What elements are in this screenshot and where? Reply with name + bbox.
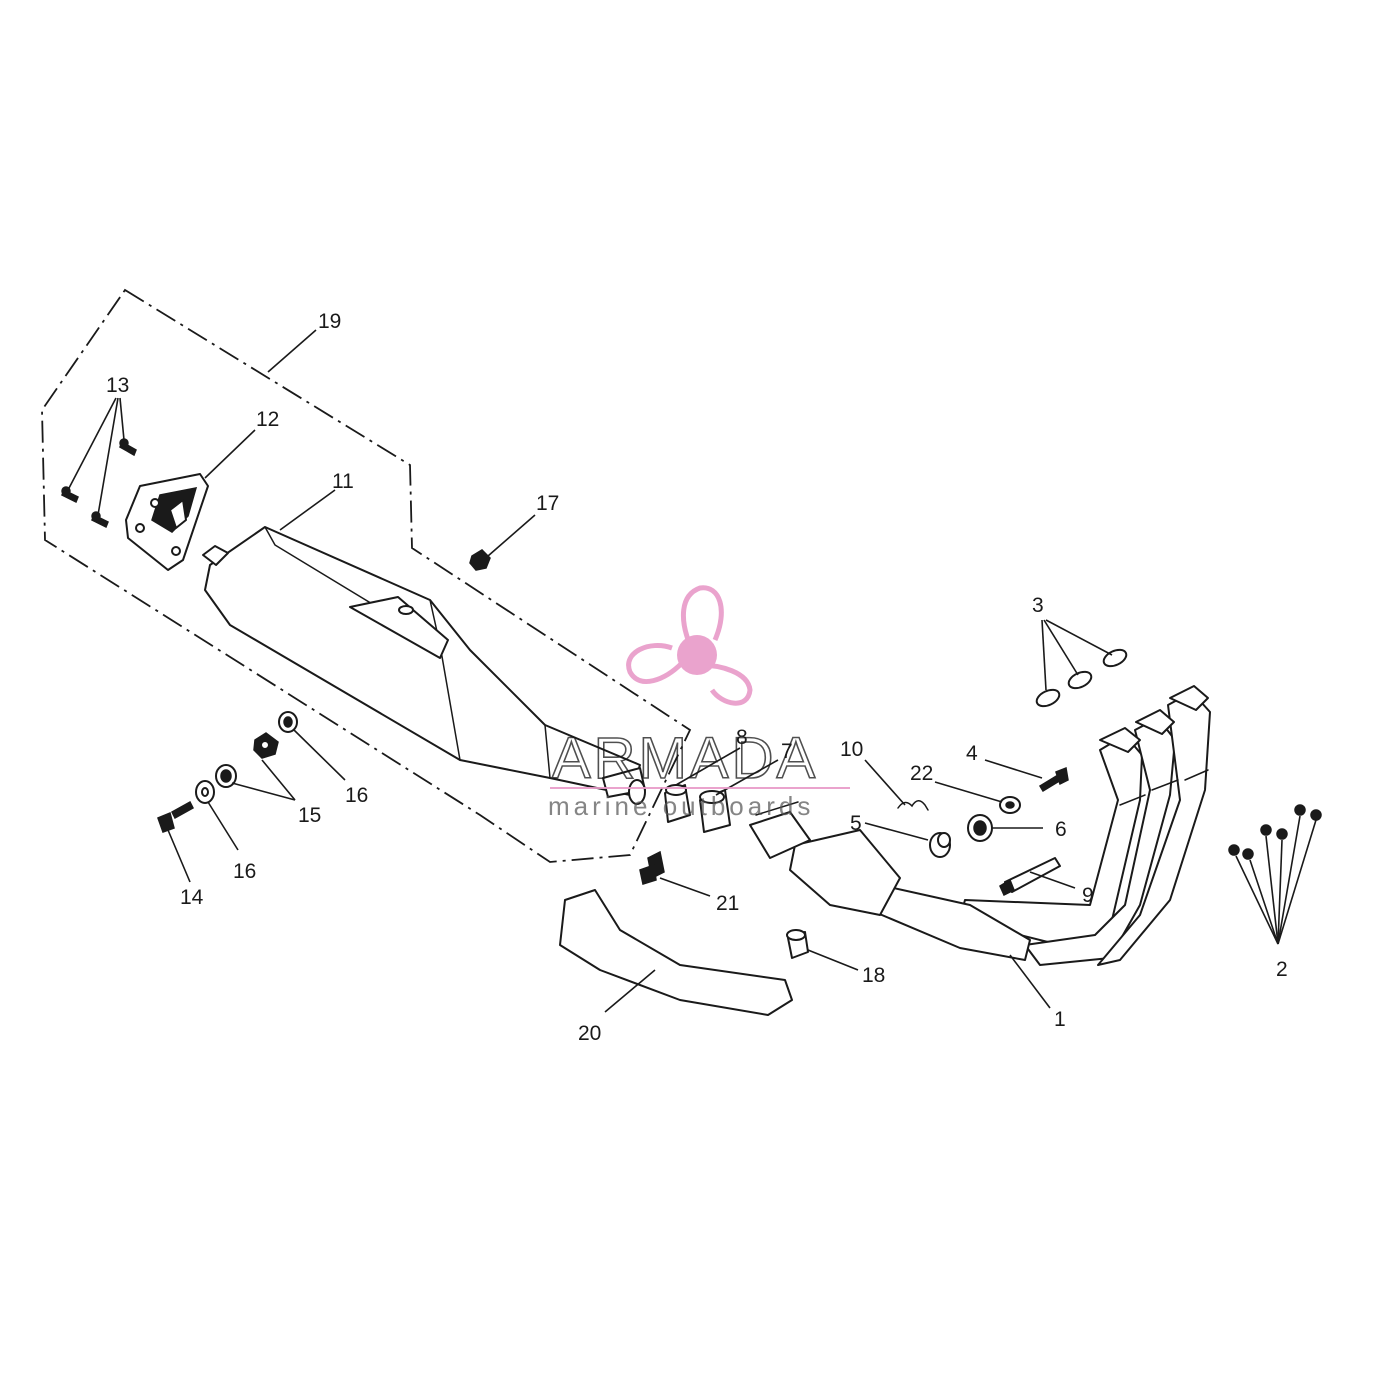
washer-16-lower bbox=[195, 780, 215, 804]
callout-12: 12 bbox=[256, 408, 279, 431]
callout-22: 22 bbox=[910, 762, 933, 785]
callout-20: 20 bbox=[578, 1022, 601, 1045]
propeller-logo-icon bbox=[626, 585, 753, 706]
brand-name: ARMADA bbox=[552, 726, 818, 791]
nut-17 bbox=[469, 549, 491, 571]
callout-15: 15 bbox=[298, 804, 321, 827]
callout-16-upper: 16 bbox=[345, 784, 368, 807]
callout-2: 2 bbox=[1276, 958, 1288, 981]
callout-18: 18 bbox=[862, 964, 885, 987]
callout-19: 19 bbox=[318, 310, 341, 333]
callout-13: 13 bbox=[106, 374, 129, 397]
gaskets-3 bbox=[1035, 648, 1128, 708]
sensor-9 bbox=[999, 857, 1061, 897]
callout-7: 7 bbox=[781, 740, 793, 763]
callout-11: 11 bbox=[332, 470, 354, 493]
bolt-21 bbox=[639, 850, 665, 885]
callout-14: 14 bbox=[180, 886, 204, 909]
heat-protector-20 bbox=[559, 889, 793, 1016]
callout-21: 21 bbox=[716, 892, 739, 915]
brand-tagline: marine outboards bbox=[548, 791, 814, 821]
screw-13-mid bbox=[91, 511, 109, 529]
screw-13-top bbox=[119, 438, 137, 457]
cap-18 bbox=[786, 929, 809, 959]
callout-17: 17 bbox=[536, 492, 559, 515]
nuts-2 bbox=[1228, 804, 1322, 860]
nut-15-upper bbox=[253, 732, 279, 759]
callout-16-lower: 16 bbox=[233, 860, 256, 883]
callout-8: 8 bbox=[736, 726, 748, 749]
muffler-11 bbox=[202, 526, 646, 805]
collar-5 bbox=[929, 832, 951, 858]
leader-lines bbox=[67, 329, 1317, 1013]
assembly-19-boundary bbox=[41, 288, 692, 863]
screw-13-left bbox=[61, 486, 79, 504]
bolt-14 bbox=[157, 800, 194, 833]
callout-6: 6 bbox=[1055, 818, 1067, 841]
callout-1: 1 bbox=[1054, 1008, 1066, 1031]
callout-5: 5 bbox=[850, 812, 862, 835]
bolt-4 bbox=[1038, 766, 1069, 793]
exhaust-header-1 bbox=[749, 685, 1211, 966]
nut-15-lower bbox=[215, 764, 237, 788]
callout-9: 9 bbox=[1082, 884, 1094, 907]
callout-10: 10 bbox=[840, 738, 863, 761]
callout-4: 4 bbox=[966, 742, 978, 765]
grommet-6 bbox=[967, 814, 993, 842]
callout-3: 3 bbox=[1032, 594, 1044, 617]
washer-22 bbox=[999, 796, 1021, 814]
clip-10 bbox=[897, 800, 929, 811]
brand-watermark: ARMADA marine outboards bbox=[548, 585, 850, 821]
heat-shield-12 bbox=[125, 473, 209, 571]
gasket-7 bbox=[699, 789, 731, 833]
collar-16-upper bbox=[278, 711, 298, 733]
